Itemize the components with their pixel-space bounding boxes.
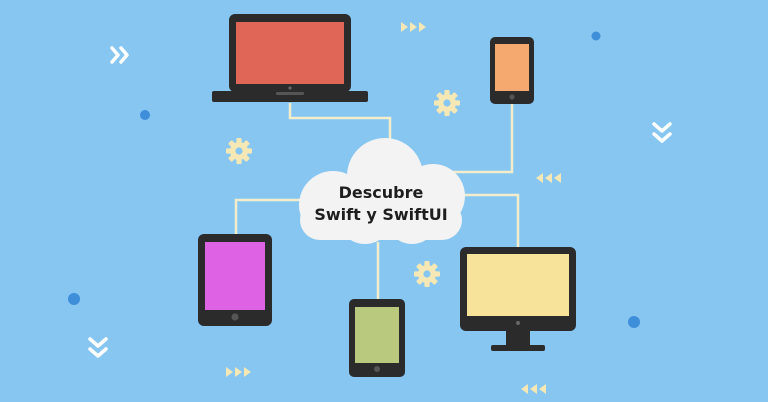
arrow-right-icon-1	[401, 22, 426, 32]
arrow-right-icon-2	[226, 367, 251, 377]
connector-lines	[234, 103, 520, 300]
gear-icon-3	[414, 261, 440, 287]
connector-phone-top	[436, 103, 514, 174]
gear-icon-1	[434, 90, 460, 116]
connector-tablet	[234, 198, 300, 234]
cloud-icon	[299, 138, 465, 244]
chevron-right-icon	[110, 46, 129, 64]
connector-laptop	[288, 103, 392, 148]
phone-top-icon	[490, 37, 534, 104]
phone-bottom-icon	[349, 299, 405, 377]
chevron-down-icon-1	[652, 122, 672, 143]
laptop-icon	[212, 14, 368, 102]
tablet-icon	[198, 234, 272, 326]
chevron-down-icon-2	[88, 337, 108, 358]
cloud-caption: Descubre Swift y SwiftUI	[300, 172, 462, 236]
dot-4	[628, 316, 640, 328]
dot-1	[140, 110, 150, 120]
gear-icon-2	[226, 138, 252, 164]
arrow-left-icon-2	[521, 384, 546, 394]
dot-2	[591, 31, 601, 41]
dot-3	[68, 293, 80, 305]
cloud-caption-line-1: Descubre	[338, 183, 424, 202]
monitor-icon	[460, 247, 576, 351]
connector-monitor	[452, 193, 520, 248]
cloud-caption-line-2: Swift y SwiftUI	[314, 205, 448, 224]
arrow-left-icon-1	[536, 173, 561, 183]
